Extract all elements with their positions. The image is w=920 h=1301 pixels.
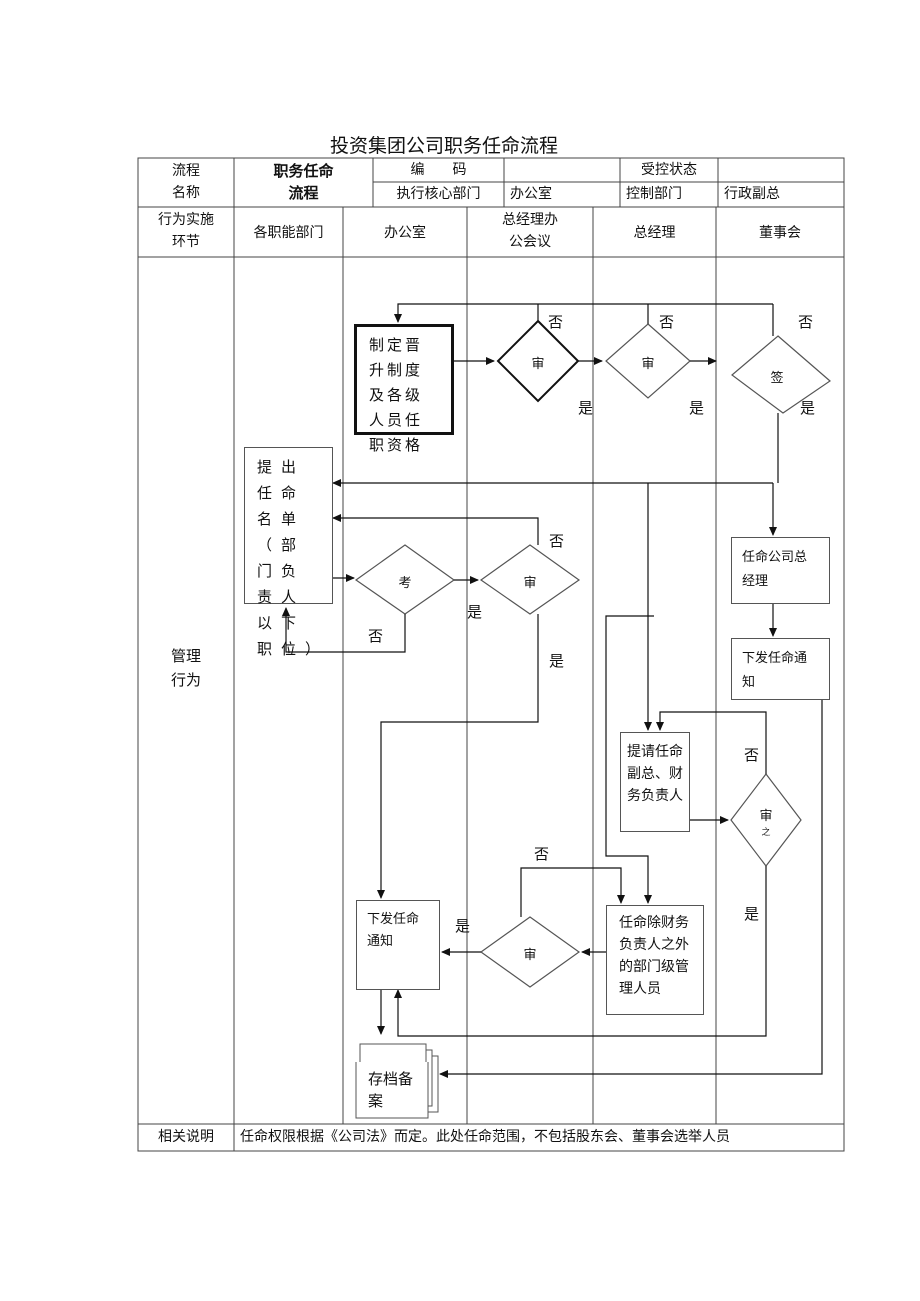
table-grid: [137, 157, 845, 1152]
review-4-label: 审: [759, 809, 773, 824]
lane-corner-line2: 环节: [172, 234, 200, 250]
no-label-review-3: 否: [549, 532, 565, 550]
yes-label-review-3: 是: [549, 652, 565, 670]
review-1-label: 审: [531, 357, 545, 372]
propose-vp-box[interactable]: 提请任命副总、财务负责人: [620, 732, 690, 832]
sign-diamond: [731, 335, 831, 414]
ctrl-dept-value: 行政副总: [724, 186, 780, 202]
page-title: 投资集团公司职务任命流程: [330, 135, 559, 157]
lane-gm: 总经理: [633, 225, 676, 241]
lane-gm-office-meeting: 总经理办 公会议: [467, 209, 593, 253]
header-name-label-line1: 流程: [172, 163, 200, 179]
header-name-value: 职务任命 流程: [234, 160, 373, 204]
row-label-line1: 管理: [170, 647, 201, 665]
review-5-label: 审: [523, 948, 537, 963]
review-diamond-3: [479, 544, 581, 615]
lane-corner-line1: 行为实施: [158, 212, 214, 228]
header-name-label: 流程 名称: [138, 160, 234, 204]
no-label-review-1: 否: [548, 313, 564, 331]
review-4-sub-label: 之: [761, 828, 771, 838]
lane-corner-label: 行为实施 环节: [138, 209, 234, 253]
header-name-label-line2: 名称: [172, 185, 200, 201]
no-label-review-5: 否: [534, 845, 550, 863]
examine-label: 考: [398, 576, 412, 591]
review-diamond-2: [605, 323, 691, 399]
board-issue-notice-box[interactable]: 下发任命通知: [731, 638, 830, 700]
header-name-value-line2: 流程: [288, 184, 319, 202]
propose-list-box[interactable]: 提出任命名单（部门负责人以下职位）: [244, 447, 333, 658]
yes-label-review-2: 是: [689, 399, 705, 417]
exec-dept-value: 办公室: [510, 186, 552, 202]
lane-board: 董事会: [759, 225, 801, 241]
exec-dept-label: 执行核心部门: [396, 186, 481, 202]
review-diamond-5: [479, 916, 581, 988]
appoint-others-box[interactable]: 任命除财务负责人之外的部门级管理人员: [606, 905, 704, 1015]
review-2-label: 审: [641, 357, 655, 372]
lane-office: 办公室: [384, 225, 426, 241]
lane-gm-office-meeting-line1: 总经理办: [502, 212, 558, 228]
yes-label-examine: 是: [467, 603, 483, 621]
row-label-line2: 行为: [170, 671, 201, 689]
yes-label-review-4: 是: [744, 905, 760, 923]
make-rules-box[interactable]: 制定晋升制度及各级人员任职资格: [354, 324, 454, 454]
code-label: 编 码: [410, 162, 467, 178]
review-diamond-1: [496, 319, 580, 403]
no-label-examine: 否: [368, 627, 384, 645]
appoint-gm-box[interactable]: 任命公司总经理: [731, 537, 830, 604]
no-label-review-2: 否: [659, 313, 675, 331]
archive-label[interactable]: 存档备案: [368, 1070, 414, 1110]
lane-gm-office-meeting-line2: 公会议: [509, 234, 551, 250]
lane-departments: 各职能部门: [253, 225, 324, 241]
no-label-review-4: 否: [744, 746, 760, 764]
footer-text: 任命权限根据《公司法》而定。此处任命范围，不包括股东会、董事会选举人员: [240, 1129, 730, 1145]
sign-label: 签: [770, 371, 784, 386]
header-name-value-line1: 职务任命: [273, 162, 334, 180]
review-3-label: 审: [523, 576, 537, 591]
office-issue-notice-box[interactable]: 下发任命通知: [356, 900, 440, 990]
no-label-sign: 否: [798, 313, 814, 331]
archive-document-shape: [355, 1043, 439, 1119]
row-label-management: 管理 行为: [138, 644, 234, 692]
footer-label: 相关说明: [158, 1129, 214, 1145]
status-label: 受控状态: [641, 162, 697, 178]
yes-label-review-1: 是: [578, 399, 594, 417]
yes-label-sign: 是: [800, 399, 816, 417]
yes-label-review-5: 是: [455, 917, 471, 935]
ctrl-dept-label: 控制部门: [626, 186, 682, 202]
